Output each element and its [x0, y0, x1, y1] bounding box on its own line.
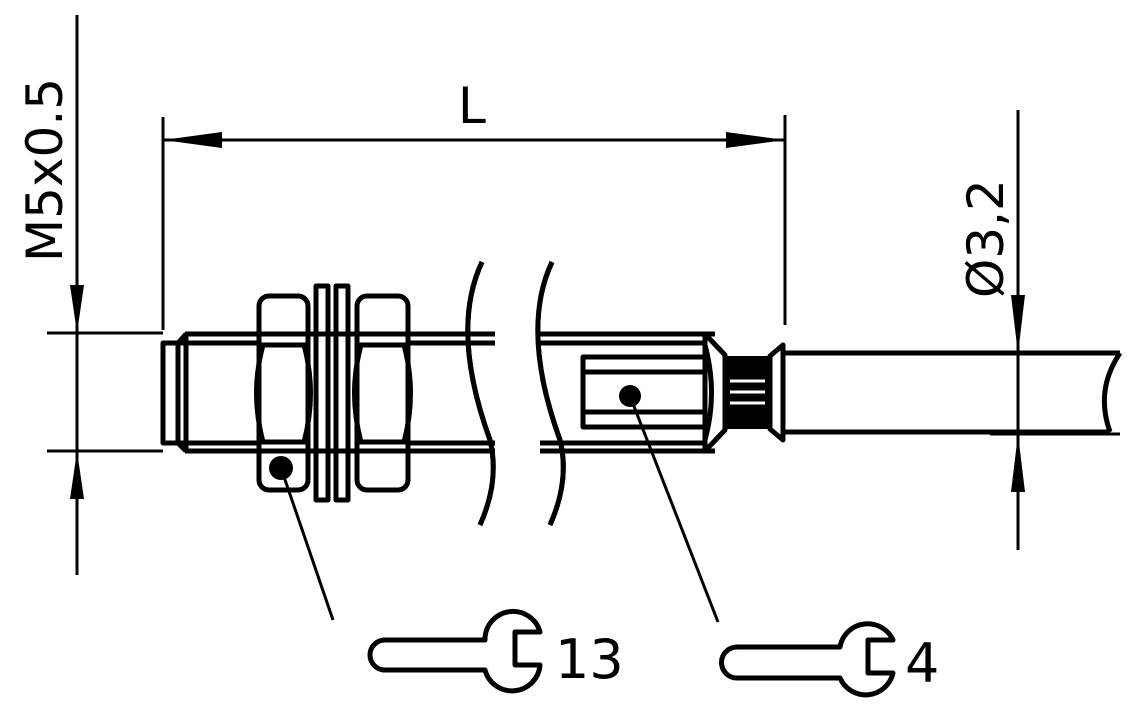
cable-diameter-label: Ø3,2 — [957, 179, 1015, 298]
open-end-wrench-icon — [719, 621, 896, 698]
wrench-flats — [580, 354, 708, 430]
callout-nut: 13 — [269, 456, 624, 694]
thread-dimension-label: M5x0.5 — [16, 78, 74, 262]
washer-1 — [313, 283, 331, 503]
open-end-wrench-icon — [367, 608, 543, 694]
nut-right — [354, 293, 411, 493]
sensor-body — [160, 260, 1123, 527]
length-dimension: L — [161, 77, 787, 330]
wrench-size-4: 4 — [905, 632, 939, 695]
length-dimension-label: L — [458, 77, 486, 135]
cable — [783, 350, 1120, 435]
washer-2 — [333, 283, 351, 503]
callout-flats: 4 — [619, 385, 939, 698]
thread-dimension: M5x0.5 — [16, 15, 163, 575]
wrench-size-13: 13 — [555, 628, 624, 691]
cable-diameter-dimension: Ø3,2 — [957, 110, 1120, 550]
